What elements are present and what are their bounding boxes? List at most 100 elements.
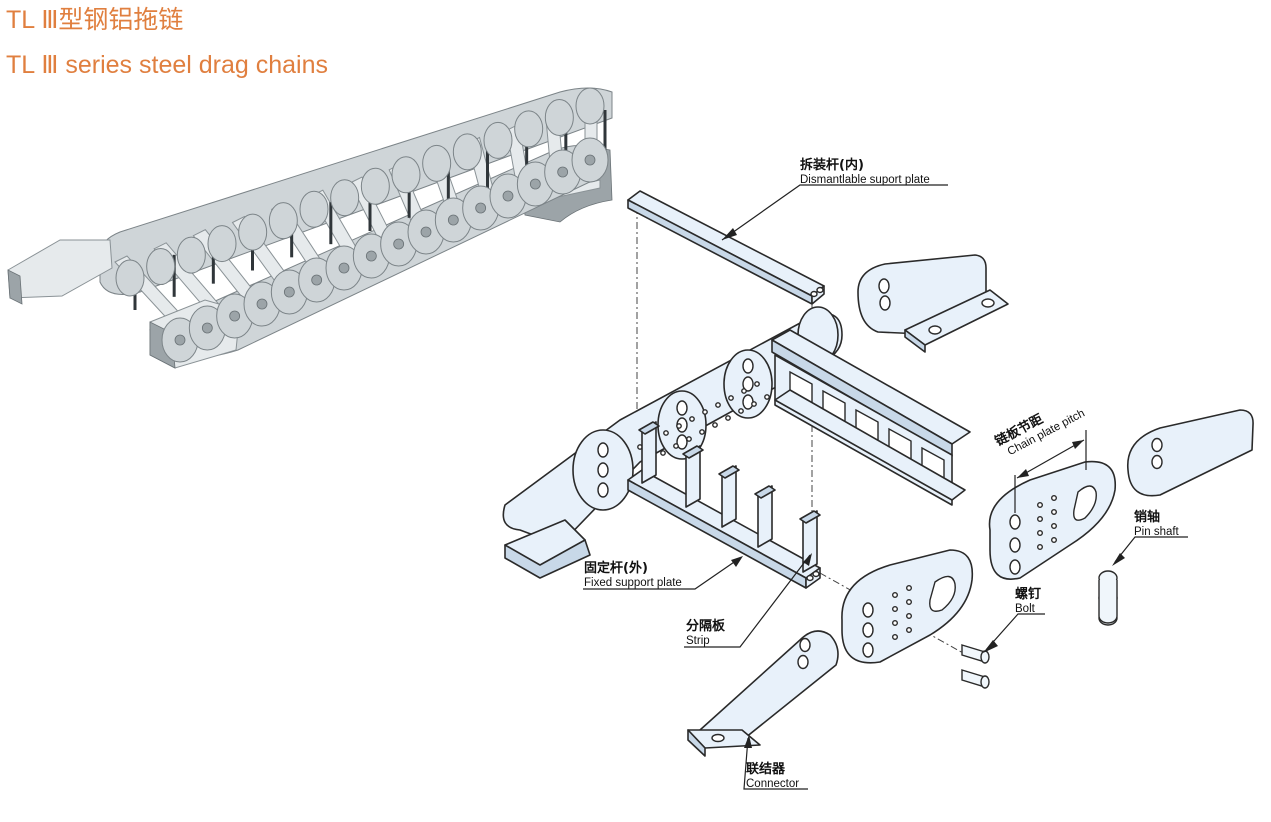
hole — [597, 462, 609, 478]
chain-link — [514, 110, 544, 148]
link-pin — [338, 262, 350, 274]
hole — [892, 634, 899, 641]
exploded-diagram — [502, 184, 1254, 790]
hole — [892, 592, 899, 599]
chain-link — [452, 133, 482, 171]
hole — [699, 429, 705, 435]
hole — [673, 443, 679, 449]
pin-shafts-part — [1098, 570, 1118, 626]
strip-cap — [682, 445, 704, 459]
chain-link — [575, 87, 605, 125]
label-connector: 联结器 Connector — [746, 761, 799, 790]
hole — [1036, 502, 1043, 509]
label-connector-en: Connector — [746, 778, 799, 790]
connector-part — [687, 630, 839, 757]
hole — [1050, 495, 1057, 502]
hole — [597, 442, 609, 458]
hole — [597, 482, 609, 498]
hole — [906, 613, 913, 620]
link-pin — [256, 298, 268, 310]
chain-link — [238, 213, 268, 251]
hole — [892, 620, 899, 627]
chain-link — [146, 248, 176, 286]
hole — [1036, 516, 1043, 523]
hole — [676, 400, 688, 416]
link-plate-part — [841, 549, 974, 664]
chain-link — [330, 179, 360, 217]
hole — [1036, 544, 1043, 551]
dismantlable-plate-part — [627, 190, 825, 305]
label-pin-cn: 销轴 — [1134, 509, 1160, 525]
link-pin — [365, 250, 377, 262]
label-connector-cn: 联结器 — [746, 761, 786, 777]
link-pin — [475, 202, 487, 214]
hole — [660, 450, 666, 456]
strip-cap — [754, 485, 776, 499]
title-chinese: TL Ⅲ型钢铝拖链 — [6, 6, 184, 34]
hole — [754, 381, 760, 387]
hole — [712, 422, 718, 428]
hole — [906, 627, 913, 634]
label-bolt: 螺钉 Bolt — [1015, 586, 1041, 615]
link-pin — [584, 154, 596, 166]
hole — [764, 394, 770, 400]
hole — [742, 358, 754, 374]
link-pin — [393, 238, 405, 250]
label-bolt-en: Bolt — [1015, 603, 1036, 615]
chain-link — [391, 156, 421, 194]
chain-link — [360, 167, 390, 205]
hole — [751, 401, 757, 407]
label-dismantlable: 拆装杆(内) Dismantlable suport plate — [800, 157, 930, 186]
upper-bracket-part — [857, 254, 1009, 353]
hole — [906, 599, 913, 606]
hole — [1050, 523, 1057, 530]
label-strip-cn: 分隔板 — [686, 618, 726, 634]
label-dismantlable-cn: 拆装杆(内) — [800, 157, 864, 173]
end-bracket-part — [1127, 409, 1254, 497]
hole — [676, 434, 688, 450]
hole — [892, 606, 899, 613]
chain-link — [207, 225, 237, 263]
hole — [1050, 537, 1057, 544]
link-pin — [201, 322, 213, 334]
hole — [715, 402, 721, 408]
label-fixed-cn: 固定杆(外) — [584, 560, 648, 576]
label-pin-en: Pin shaft — [1134, 526, 1180, 538]
chain-link — [483, 121, 513, 159]
strip-cap — [718, 465, 740, 479]
drag-chain-photo — [7, 87, 613, 369]
chain-link — [268, 202, 298, 240]
strip-cap — [638, 421, 660, 435]
hole — [1050, 509, 1057, 516]
hole — [906, 585, 913, 592]
link-pin — [529, 178, 541, 190]
label-dismantlable-en: Dismantlable suport plate — [800, 174, 930, 186]
label-pitch: 链板节距 Chain plate pitch — [991, 407, 1086, 458]
hole — [741, 388, 747, 394]
title-english: TL Ⅲ series steel drag chains — [6, 51, 329, 79]
link-pin — [174, 334, 186, 346]
chain-link-group — [115, 87, 609, 363]
hole — [738, 408, 744, 414]
label-strip-en: Strip — [686, 635, 710, 647]
chain-link — [544, 98, 574, 136]
link-pin — [229, 310, 241, 322]
chain-link — [299, 190, 329, 228]
link-pin — [311, 274, 323, 286]
hole — [663, 430, 669, 436]
hole — [742, 394, 754, 410]
link-pin — [502, 190, 514, 202]
hole — [725, 415, 731, 421]
hole — [742, 376, 754, 392]
hole — [702, 409, 708, 415]
hole — [689, 416, 695, 422]
hole — [1036, 530, 1043, 537]
link-pin — [557, 166, 569, 178]
link-pin — [283, 286, 295, 298]
bolts-part — [961, 644, 990, 689]
label-fixed-en: Fixed support plate — [584, 577, 682, 589]
hole — [676, 423, 682, 429]
hole — [728, 395, 734, 401]
label-pin: 销轴 Pin shaft — [1134, 509, 1180, 538]
